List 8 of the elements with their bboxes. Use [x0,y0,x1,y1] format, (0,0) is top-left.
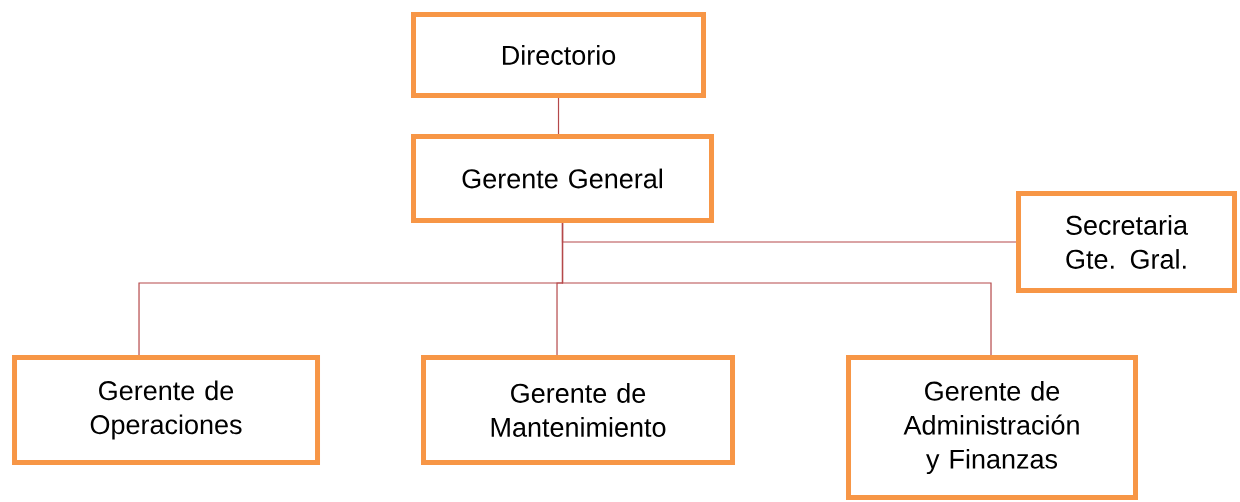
org-box: Gerente de Administración y Finanzas [846,355,1138,500]
org-box: Gerente General [411,134,714,223]
org-box: Secretaria Gte. Gral. [1016,191,1237,293]
org-box: Gerente de Operaciones [12,355,320,465]
connector-line [557,97,560,135]
org-box: Directorio [411,12,706,98]
org-box: Gerente de Mantenimiento [421,355,735,465]
connector-line [561,222,992,356]
